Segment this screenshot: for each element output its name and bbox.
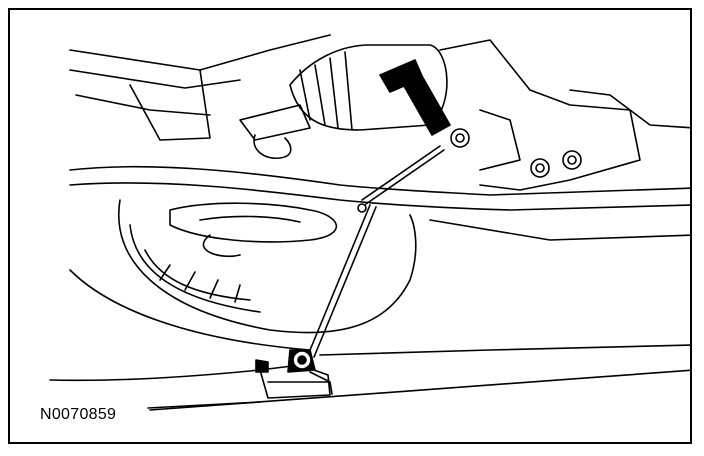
callout-arrow bbox=[379, 59, 451, 136]
figure-id-leader bbox=[147, 401, 261, 409]
tire-arcs bbox=[69, 199, 417, 351]
illustration-frame: N0070859 bbox=[8, 8, 692, 444]
support-jack bbox=[255, 145, 445, 399]
driveline-illustration bbox=[49, 34, 690, 411]
figure-id: N0070859 bbox=[40, 406, 117, 423]
mounting-bracket bbox=[439, 39, 690, 191]
upper-frame-rail bbox=[69, 34, 331, 141]
ground-line bbox=[49, 344, 690, 411]
crossmember bbox=[69, 165, 690, 258]
driveshaft-boot bbox=[239, 44, 448, 160]
